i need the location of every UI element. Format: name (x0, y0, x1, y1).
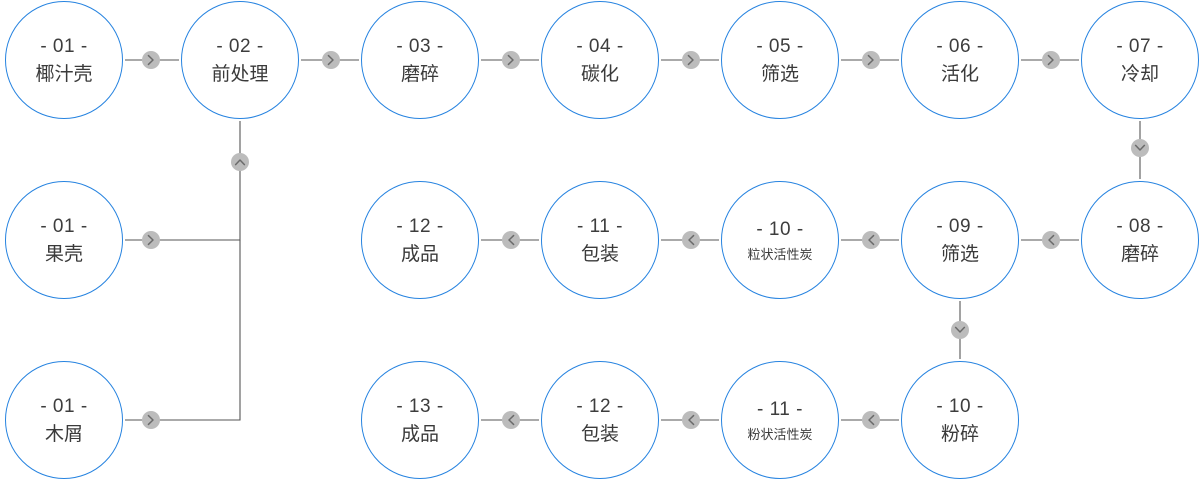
node-label: 粉碎 (940, 423, 979, 445)
node-n-r1-c2[interactable]: - 02 - 前处理 (181, 1, 299, 119)
node-label: 磨碎 (1120, 243, 1159, 265)
node-index: - 02 - (216, 35, 264, 57)
arrow-marker-11-to-12-powder (682, 411, 700, 429)
node-n-r3-c5[interactable]: - 11 - 粉状活性炭 (721, 361, 839, 479)
chevron-right-icon (147, 414, 154, 426)
arrow-marker-07-to-08 (1131, 139, 1149, 157)
chevron-right-icon (147, 54, 154, 66)
chevron-right-icon (687, 54, 694, 66)
node-n-r1-c7[interactable]: - 07 - 冷却 (1081, 1, 1199, 119)
arrow-marker-03-to-04 (502, 51, 520, 69)
node-n-r2-c7[interactable]: - 08 - 磨碎 (1081, 181, 1199, 299)
node-label: 木屑 (44, 423, 83, 445)
node-index: - 01 - (40, 215, 88, 237)
node-n-r2-c3[interactable]: - 12 - 成品 (361, 181, 479, 299)
node-n-r1-c4[interactable]: - 04 - 碳化 (541, 1, 659, 119)
arrow-marker-09-to-10-granular (862, 231, 880, 249)
arrow-marker-09-to-10-powder (951, 321, 969, 339)
arrow-marker-02-to-03 (322, 51, 340, 69)
node-n-r3-c6[interactable]: - 10 - 粉碎 (901, 361, 1019, 479)
chevron-left-icon (688, 234, 695, 246)
arrow-marker-10-to-11-powder (862, 411, 880, 429)
node-n-r2-c1[interactable]: - 01 - 果壳 (5, 181, 123, 299)
node-index: - 09 - (936, 215, 984, 237)
node-label: 粉状活性炭 (747, 426, 813, 442)
node-n-r2-c4[interactable]: - 11 - 包装 (541, 181, 659, 299)
arrow-marker-01-to-02 (142, 51, 160, 69)
chevron-right-icon (327, 54, 334, 66)
chevron-down-icon (954, 326, 966, 333)
arrow-marker-muxie-to-02 (142, 411, 160, 429)
node-index: - 04 - (576, 35, 624, 57)
arrow-marker-08-to-09 (1042, 231, 1060, 249)
chevron-right-icon (507, 54, 514, 66)
node-index: - 11 - (757, 398, 803, 420)
node-label: 前处理 (211, 63, 269, 85)
arrow-marker-05-to-06 (862, 51, 880, 69)
node-n-r1-c3[interactable]: - 03 - 磨碎 (361, 1, 479, 119)
arrow-marker-guoke-to-02 (142, 231, 160, 249)
node-label: 磨碎 (400, 63, 439, 85)
node-index: - 03 - (396, 35, 444, 57)
node-label: 包装 (580, 423, 619, 445)
node-index: - 08 - (1116, 215, 1164, 237)
node-label: 果壳 (44, 243, 83, 265)
node-index: - 10 - (756, 218, 804, 240)
arrow-marker-10-to-11-granular (682, 231, 700, 249)
node-n-r1-c6[interactable]: - 06 - 活化 (901, 1, 1019, 119)
arrow-marker-12-to-13-powder (502, 411, 520, 429)
chevron-left-icon (508, 414, 515, 426)
arrow-marker-merge-up-to-02 (231, 153, 249, 171)
chevron-left-icon (1048, 234, 1055, 246)
arrow-marker-11-to-12-granular (502, 231, 520, 249)
node-index: - 11 - (577, 215, 623, 237)
chevron-right-icon (867, 54, 874, 66)
node-index: - 01 - (40, 35, 88, 57)
chevron-right-icon (147, 234, 154, 246)
chevron-left-icon (508, 234, 515, 246)
node-label: 筛选 (940, 243, 979, 265)
node-index: - 12 - (576, 395, 624, 417)
node-label: 碳化 (580, 63, 619, 85)
node-label: 活化 (940, 63, 979, 85)
node-n-r3-c3[interactable]: - 13 - 成品 (361, 361, 479, 479)
node-label: 成品 (400, 423, 439, 445)
chevron-up-icon (234, 159, 246, 166)
node-label: 成品 (400, 243, 439, 265)
node-n-r3-c1[interactable]: - 01 - 木屑 (5, 361, 123, 479)
node-label: 筛选 (760, 63, 799, 85)
node-n-r3-c4[interactable]: - 12 - 包装 (541, 361, 659, 479)
chevron-down-icon (1134, 144, 1146, 151)
node-n-r2-c5[interactable]: - 10 - 粒状活性炭 (721, 181, 839, 299)
node-index: - 12 - (396, 215, 444, 237)
node-n-r1-c5[interactable]: - 05 - 筛选 (721, 1, 839, 119)
node-index: - 07 - (1116, 35, 1164, 57)
node-index: - 10 - (936, 395, 984, 417)
node-index: - 05 - (756, 35, 804, 57)
node-label: 粒状活性炭 (747, 246, 813, 262)
chevron-right-icon (1047, 54, 1054, 66)
chevron-left-icon (868, 414, 875, 426)
node-label: 椰汁壳 (35, 63, 93, 85)
node-label: 包装 (580, 243, 619, 265)
chevron-left-icon (868, 234, 875, 246)
arrow-marker-04-to-05 (682, 51, 700, 69)
node-n-r2-c6[interactable]: - 09 - 筛选 (901, 181, 1019, 299)
node-index: - 01 - (40, 395, 88, 417)
node-index: - 13 - (396, 395, 444, 417)
chevron-left-icon (688, 414, 695, 426)
node-n-r1-c1[interactable]: - 01 - 椰汁壳 (5, 1, 123, 119)
node-index: - 06 - (936, 35, 984, 57)
node-label: 冷却 (1120, 63, 1159, 85)
arrow-marker-06-to-07 (1042, 51, 1060, 69)
